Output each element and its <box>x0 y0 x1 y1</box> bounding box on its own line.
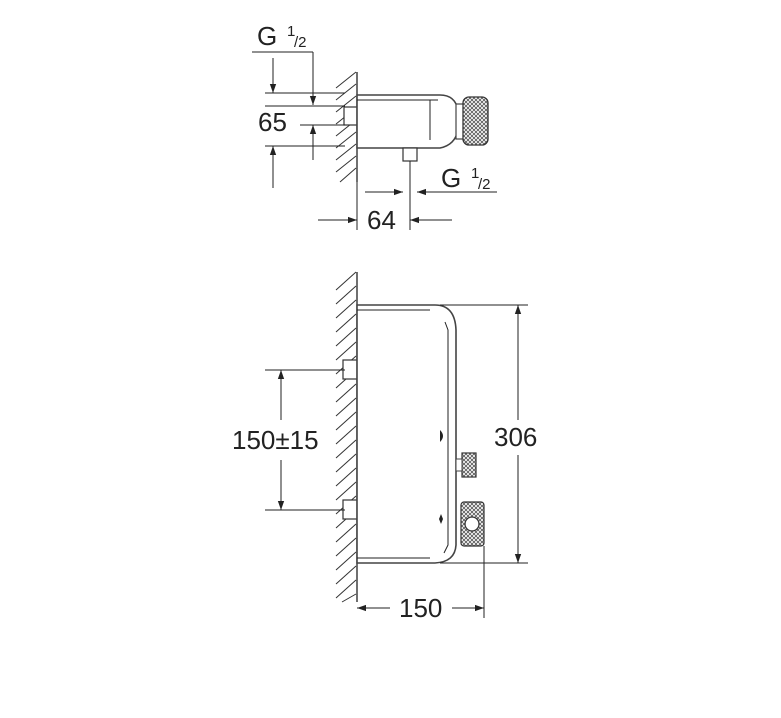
spacing-dimension: 150±15 <box>232 369 345 511</box>
front-view-body <box>356 304 485 564</box>
side-view-outlet-connector <box>402 147 418 162</box>
temperature-marker-icon <box>440 430 443 442</box>
front-view-upper-connector <box>342 359 358 380</box>
side-view-body <box>356 94 489 162</box>
side-view-knob <box>462 96 489 146</box>
depth-dim-64-label: 64 <box>367 205 396 235</box>
front-view: 150±15 306 150 <box>232 271 537 623</box>
side-view-wall <box>335 71 358 183</box>
inlet-thread-denominator: /2 <box>294 34 307 51</box>
outlet-thread-numerator: 1 <box>471 165 479 182</box>
front-view-lower-connector <box>342 499 358 520</box>
outlet-thread-label: G 1 /2 <box>365 163 497 196</box>
spacing-dim-label: 150±15 <box>232 425 319 455</box>
inlet-thread-g: G <box>257 21 277 51</box>
inlet-thread-numerator: 1 <box>287 23 295 40</box>
height-dim-65-label: 65 <box>258 107 287 137</box>
width-dimension-150: 150 <box>357 546 485 623</box>
side-view: G 1 /2 65 G 1 /2 <box>252 21 497 235</box>
outlet-thread-g: G <box>441 163 461 193</box>
front-view-wall <box>335 271 358 603</box>
flow-marker-icon <box>439 514 443 524</box>
height-dimension-65: 65 <box>258 58 345 188</box>
height-dimension-306: 306 <box>440 304 537 564</box>
temperature-knob <box>461 452 477 478</box>
inlet-thread-label: G 1 /2 <box>252 21 317 105</box>
outlet-thread-denominator: /2 <box>478 176 491 193</box>
outlet-circle <box>464 516 480 532</box>
height-dim-306-label: 306 <box>494 422 537 452</box>
depth-dimension-64: 64 <box>318 161 452 235</box>
width-dim-150-label: 150 <box>399 593 442 623</box>
side-view-inlet-connector <box>343 106 358 126</box>
